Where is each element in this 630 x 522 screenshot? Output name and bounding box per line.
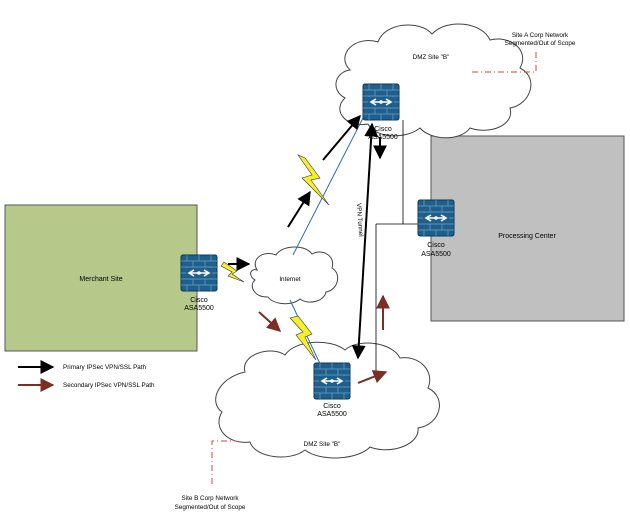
vpn-tunnel-arrow [351,122,379,360]
firewall-merchant-line1: Cisco [190,297,208,304]
dmz-bottom-label: DMZ Site "B" [304,441,341,448]
firewall-processing-line1: Cisco [427,242,445,249]
secondary-arrow [357,370,388,384]
site-b-scope-marker [211,440,236,484]
site-a-note-line1: Site A Corp Network [512,32,569,39]
firewall-dmz-bottom-line2: ASA5500 [317,411,347,418]
dmz-top-cloud [335,23,532,139]
merchant-site-box [4,204,198,352]
secondary-arrow [258,311,282,332]
site-a-scope-marker [472,50,537,73]
firewall-dmz-top-line2: ASA5500 [368,134,398,141]
lightning-bolt-icon [289,315,317,361]
lightning-bolt-icon [220,261,245,283]
legend-primary-label: Primary IPSec VPN/SSL Path [63,364,147,371]
primary-arrow [287,190,311,228]
firewall-icon[interactable] [362,83,400,121]
firewall-icon[interactable] [180,254,218,292]
merchant-site-label: Merchant Site [79,276,122,283]
firewall-icon[interactable] [417,199,455,237]
lightning-bolt-icon [297,154,330,206]
primary-arrow [322,114,361,161]
site-b-note-line2: Segmented/Out of Scope [175,504,246,511]
firewall-dmz-top-line1: Cisco [374,126,392,133]
dmz-top-label: DMZ Site "B" [413,54,450,61]
vpn-tunnel-label: VPN Tunnel [355,203,364,237]
firewall-icon[interactable] [313,362,351,400]
internet-cloud [250,246,339,305]
site-a-note-line2: Segmented/Out of Scope [505,40,576,47]
internet-label: Internet [279,276,301,283]
link-internet-dmz-top-blue [292,115,365,256]
processing-center-box [430,135,625,322]
firewall-dmz-bottom-line1: Cisco [323,403,341,410]
legend-secondary-label: Secondary IPSec VPN/SSL Path [63,382,155,389]
firewall-processing-line2: ASA5500 [421,251,451,258]
site-b-note-line1: Site B Corp Network [181,495,239,502]
legend: Primary IPSec VPN/SSL Path Secondary IPS… [18,360,155,392]
firewall-merchant-line2: ASA5500 [184,305,214,312]
processing-center-label: Processing Center [498,233,556,240]
